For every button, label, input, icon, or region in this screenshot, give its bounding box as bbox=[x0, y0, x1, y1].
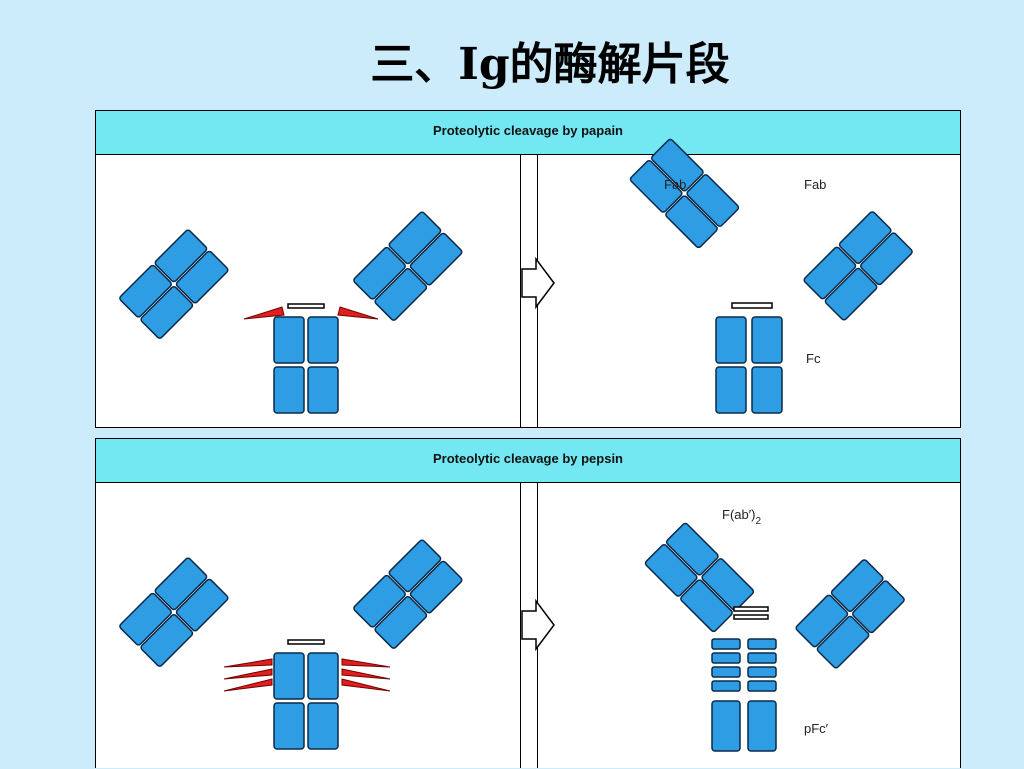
pepsin-panel-header: Proteolytic cleavage by pepsin bbox=[96, 439, 960, 483]
fab2-fragment bbox=[644, 522, 905, 669]
pepsin-panel: Proteolytic cleavage by pepsin bbox=[95, 438, 961, 768]
intact-antibody bbox=[119, 539, 463, 750]
fc-stem bbox=[273, 316, 339, 414]
transition-arrow bbox=[521, 256, 555, 310]
fab-fragment-right bbox=[803, 211, 913, 321]
transition-arrow bbox=[521, 598, 555, 652]
pfc-label: pFc′ bbox=[804, 721, 829, 736]
fc-label: Fc bbox=[806, 351, 821, 366]
fc-stem bbox=[273, 652, 339, 750]
right-fab-arm bbox=[353, 539, 463, 649]
pepsin-diagram: F(ab′)2 pFc′ bbox=[119, 507, 905, 752]
papain-diagram: Fab Fab Fc bbox=[119, 138, 913, 414]
intact-antibody bbox=[119, 211, 463, 414]
pepsin-cleavage-sites bbox=[223, 658, 391, 692]
papain-cleavage-right bbox=[337, 306, 379, 320]
slide-title: 三、Ig的酶解片段 bbox=[370, 39, 730, 90]
papain-panel-header: Proteolytic cleavage by papain bbox=[96, 111, 960, 155]
fab-label-left: Fab bbox=[664, 177, 686, 192]
pfc-fragment bbox=[711, 638, 777, 752]
fab-fragment-left bbox=[629, 138, 740, 249]
right-fab-arm bbox=[353, 211, 463, 321]
fc-fragment bbox=[715, 316, 783, 414]
fab2-label: F(ab′)2 bbox=[722, 507, 762, 527]
papain-panel: Proteolytic cleavage by papain bbox=[95, 110, 961, 428]
papain-cleavage-left bbox=[243, 306, 285, 320]
fab-label-right: Fab bbox=[804, 177, 826, 192]
left-fab-arm bbox=[119, 229, 229, 339]
left-fab-arm bbox=[119, 557, 229, 667]
